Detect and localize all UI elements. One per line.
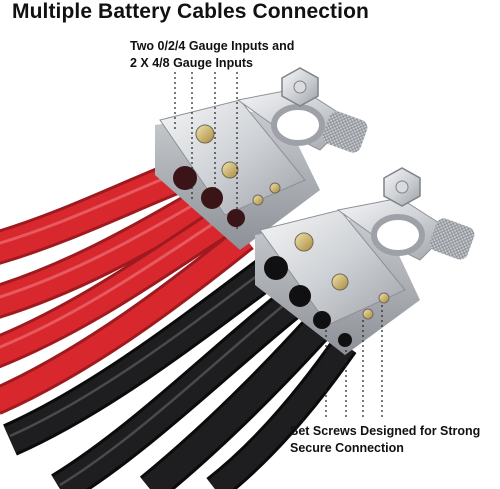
black-cables [3,256,357,489]
gauge-inputs-callout: Two 0/2/4 Gauge Inputs and 2 X 4/8 Gauge… [130,38,294,72]
set-screws-callout: Set Screws Designed for Strong Secure Co… [290,423,480,457]
red-cables [0,162,254,415]
set-screws-line-1: Set Screws Designed for Strong [290,424,481,438]
image-title: Multiple Battery Cables Connection [12,0,369,23]
lower-terminal [255,167,475,355]
gauge-inputs-line-1: Two 0/2/4 Gauge Inputs and [130,39,295,53]
gauge-inputs-line-2: 2 X 4/8 Gauge Inputs [130,56,253,70]
callout-leader-lines [174,72,383,420]
set-screws-line-2: Secure Connection [290,441,404,455]
